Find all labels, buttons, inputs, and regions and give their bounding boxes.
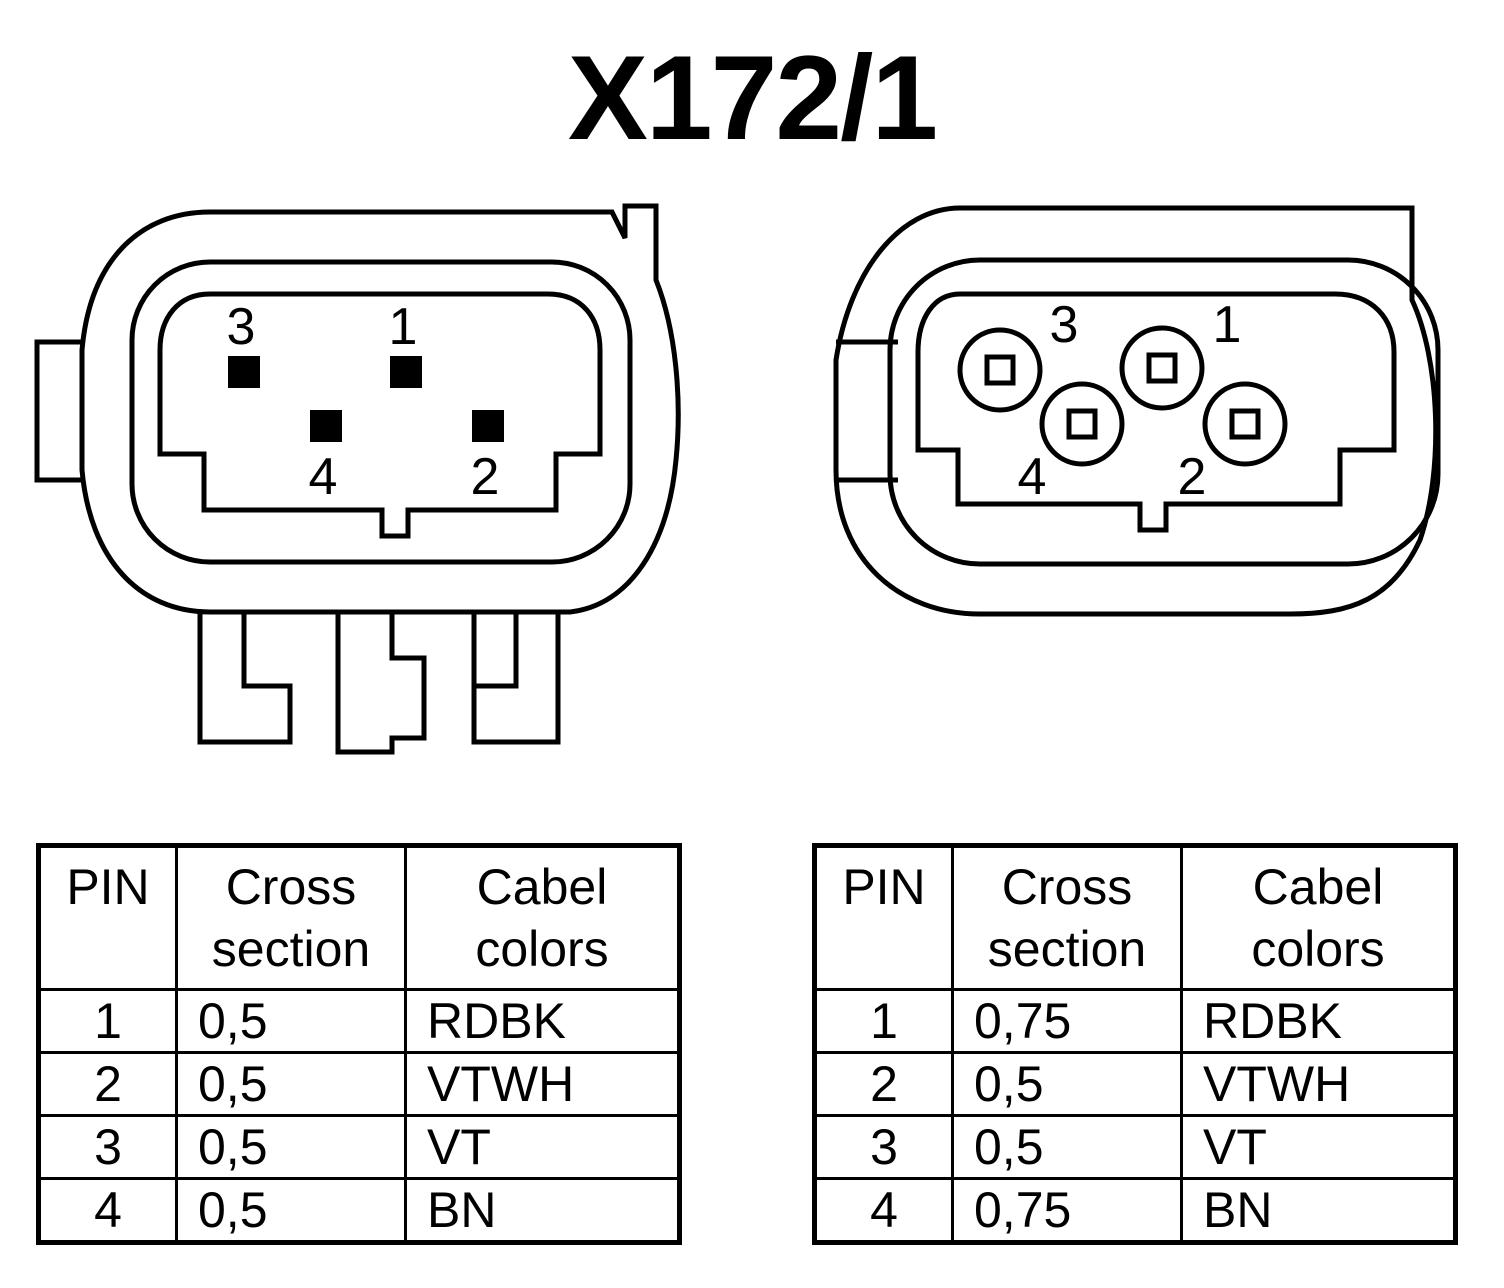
left-connector-side-tab <box>34 339 82 483</box>
connector-drawings: 3 1 4 2 3 1 4 2 <box>34 203 1441 755</box>
cell-pin: 4 <box>37 1177 178 1244</box>
cell-cross-section: 0,75 <box>951 1177 1183 1244</box>
cell-cross-section: 0,5 <box>951 1114 1183 1180</box>
diagram-title: X172/1 <box>567 31 938 165</box>
right-connector <box>833 205 1441 617</box>
table-header-row: PIN Cross section Cabel colors <box>813 844 1457 991</box>
cell-cross-section: 0,5 <box>951 1051 1183 1117</box>
cell-cable-color: VTWH <box>404 1051 681 1117</box>
cell-pin: 1 <box>37 988 178 1054</box>
right-pin-2-contact <box>1229 408 1261 440</box>
left-pin-label-3: 3 <box>227 298 256 356</box>
right-pin-label-2: 2 <box>1178 448 1207 506</box>
left-pin-1 <box>390 356 422 388</box>
header-pin: PIN <box>813 844 954 991</box>
header-cable-colors: Cabel colors <box>1180 844 1457 991</box>
right-connector-housing <box>833 205 1439 617</box>
left-pin-3 <box>228 356 260 388</box>
left-pin-2 <box>472 410 504 442</box>
cell-cross-section: 0,5 <box>175 1051 407 1117</box>
cell-pin: 3 <box>813 1114 954 1180</box>
right-connector-inner-ring <box>887 257 1441 567</box>
cell-pin: 3 <box>37 1114 178 1180</box>
cell-cross-section: 0,5 <box>175 1114 407 1180</box>
cell-cable-color: VT <box>404 1114 681 1180</box>
right-connector-side-tab <box>836 339 898 483</box>
cell-pin: 4 <box>813 1177 954 1244</box>
table-row: 2 0,5 VTWH <box>37 1051 681 1117</box>
cell-cross-section: 0,5 <box>175 1177 407 1244</box>
cell-cable-color: VT <box>1180 1114 1457 1180</box>
table-row: 1 0,5 RDBK <box>37 988 681 1054</box>
left-connector-inner-ring <box>129 259 633 565</box>
left-pin-4 <box>310 410 342 442</box>
left-pin-label-1: 1 <box>389 298 418 356</box>
table-row: 4 0,5 BN <box>37 1177 681 1244</box>
cell-cable-color: BN <box>1180 1177 1457 1244</box>
header-cross-section: Cross section <box>175 844 407 991</box>
cell-cross-section: 0,75 <box>951 988 1183 1054</box>
right-pin-label-1: 1 <box>1213 296 1242 354</box>
header-pin: PIN <box>37 844 178 991</box>
right-pin-3-contact <box>984 354 1016 386</box>
cell-pin: 2 <box>813 1051 954 1117</box>
left-connector <box>34 203 681 755</box>
right-pin-label-4: 4 <box>1018 448 1047 506</box>
left-terminal-2 <box>335 612 427 755</box>
table-header-row: PIN Cross section Cabel colors <box>37 844 681 991</box>
table-row: 3 0,5 VT <box>813 1114 1457 1180</box>
right-pin-4-contact <box>1066 408 1098 440</box>
right-pin-1-contact <box>1146 352 1178 384</box>
left-pinout-table: PIN Cross section Cabel colors 1 0,5 RDB… <box>36 843 682 1245</box>
table-row: 4 0,75 BN <box>813 1177 1457 1244</box>
header-cable-colors: Cabel colors <box>404 844 681 991</box>
cell-cable-color: BN <box>404 1177 681 1244</box>
right-pinout-table: PIN Cross section Cabel colors 1 0,75 RD… <box>812 843 1458 1245</box>
left-terminal-3 <box>471 612 561 745</box>
left-connector-housing <box>79 203 681 615</box>
cell-cable-color: VTWH <box>1180 1051 1457 1117</box>
left-pin-label-2: 2 <box>471 448 500 506</box>
cell-cable-color: RDBK <box>1180 988 1457 1054</box>
left-connector-cavity <box>157 291 603 539</box>
right-pin-label-3: 3 <box>1050 296 1079 354</box>
right-connector-cavity <box>915 291 1397 533</box>
table-row: 3 0,5 VT <box>37 1114 681 1180</box>
cell-cross-section: 0,5 <box>175 988 407 1054</box>
left-pin-label-4: 4 <box>309 448 338 506</box>
table-row: 1 0,75 RDBK <box>813 988 1457 1054</box>
left-terminal-1 <box>197 612 293 745</box>
table-row: 2 0,5 VTWH <box>813 1051 1457 1117</box>
cell-pin: 1 <box>813 988 954 1054</box>
header-cross-section: Cross section <box>951 844 1183 991</box>
cell-cable-color: RDBK <box>404 988 681 1054</box>
cell-pin: 2 <box>37 1051 178 1117</box>
